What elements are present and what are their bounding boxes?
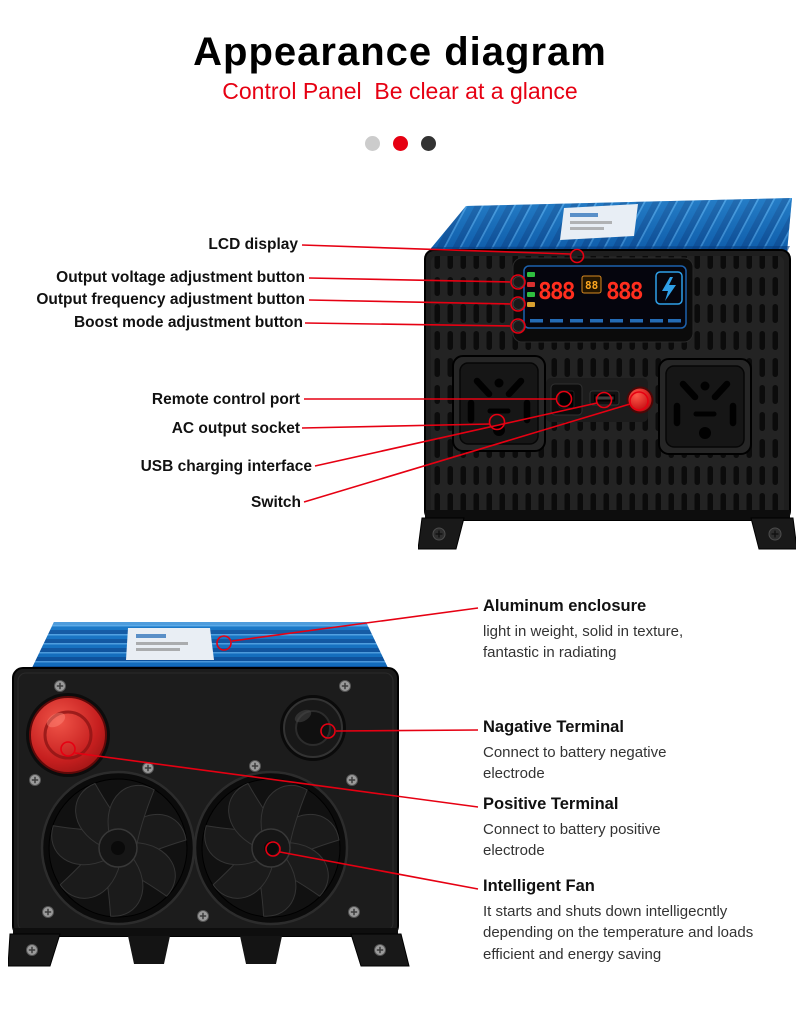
label-boost-button: Boost mode adjustment button bbox=[73, 314, 303, 331]
flange-screw bbox=[432, 527, 446, 541]
pager-dot bbox=[420, 136, 436, 151]
label-voltage-button: Output voltage adjustment button bbox=[56, 269, 305, 286]
feature-negative-terminal: Nagative Terminal Connect to battery neg… bbox=[483, 718, 795, 785]
feature-aluminum-enclosure: Aluminum enclosure light in weight, soli… bbox=[483, 597, 795, 664]
top-label-sticker-back bbox=[126, 628, 214, 660]
label-lcd-display: LCD display bbox=[208, 236, 298, 253]
label-usb-interface: USB charging interface bbox=[140, 458, 312, 475]
lcd-power-arrow-icon bbox=[655, 271, 683, 305]
cooling-fan-left bbox=[42, 772, 194, 924]
remote-control-port bbox=[550, 383, 583, 416]
feature-title: Positive Terminal bbox=[483, 795, 619, 813]
negative-terminal bbox=[280, 695, 346, 761]
label-ac-socket: AC output socket bbox=[171, 420, 300, 437]
pager-dots bbox=[0, 136, 800, 151]
pager-dot bbox=[392, 136, 408, 151]
back-foot bbox=[128, 936, 170, 964]
inverter-back-view bbox=[8, 622, 410, 967]
feature-intelligent-fan: Intelligent Fan It starts and shuts down… bbox=[483, 877, 795, 965]
lcd-small-digits: 88 bbox=[585, 279, 598, 292]
frequency-adjust-button bbox=[512, 298, 525, 310]
back-top-heatsink bbox=[32, 622, 388, 668]
lcd-caption-marks bbox=[530, 319, 681, 323]
lcd-indicator-icons bbox=[527, 272, 535, 307]
feature-desc: It starts and shuts down intelligecntly … bbox=[483, 903, 754, 963]
page-title: Appearance diagram bbox=[193, 30, 607, 74]
flange-screw bbox=[768, 527, 782, 541]
label-frequency-button: Output frequency adjustment button bbox=[36, 291, 305, 308]
voltage-adjust-button bbox=[512, 276, 525, 288]
ac-socket-left bbox=[453, 356, 545, 451]
positive-terminal bbox=[26, 693, 110, 777]
feature-positive-terminal: Positive Terminal Connect to battery pos… bbox=[483, 795, 795, 862]
flange-screw bbox=[373, 943, 387, 957]
feature-desc: Connect to battery positive electrode bbox=[483, 821, 661, 860]
feature-title: Intelligent Fan bbox=[483, 877, 595, 895]
front-top-heatsink bbox=[428, 198, 792, 252]
lcd-right-digits: 888 bbox=[606, 279, 643, 305]
lcd-left-digits: 888 bbox=[538, 279, 575, 305]
power-switch bbox=[626, 386, 654, 414]
feature-title: Aluminum enclosure bbox=[483, 597, 647, 615]
feature-desc: light in weight, solid in texture, fanta… bbox=[483, 623, 684, 662]
feature-desc: Connect to battery negative electrode bbox=[483, 744, 667, 783]
top-label-sticker bbox=[560, 204, 638, 240]
pager-dot bbox=[364, 136, 380, 151]
lcd-display: 888 88 888 bbox=[512, 257, 694, 343]
feature-title: Nagative Terminal bbox=[483, 718, 624, 736]
back-foot bbox=[240, 936, 282, 964]
label-remote-port: Remote control port bbox=[151, 391, 300, 408]
boost-adjust-button bbox=[512, 320, 525, 332]
flange-screw bbox=[25, 943, 39, 957]
inverter-front-view: 888 88 888 bbox=[418, 198, 796, 550]
ac-socket-right bbox=[659, 359, 751, 454]
cooling-fan-right bbox=[195, 772, 347, 924]
usb-port bbox=[589, 390, 620, 406]
label-switch: Switch bbox=[251, 494, 301, 511]
page-subtitle: Control Panel Be clear at a glance bbox=[222, 78, 578, 104]
